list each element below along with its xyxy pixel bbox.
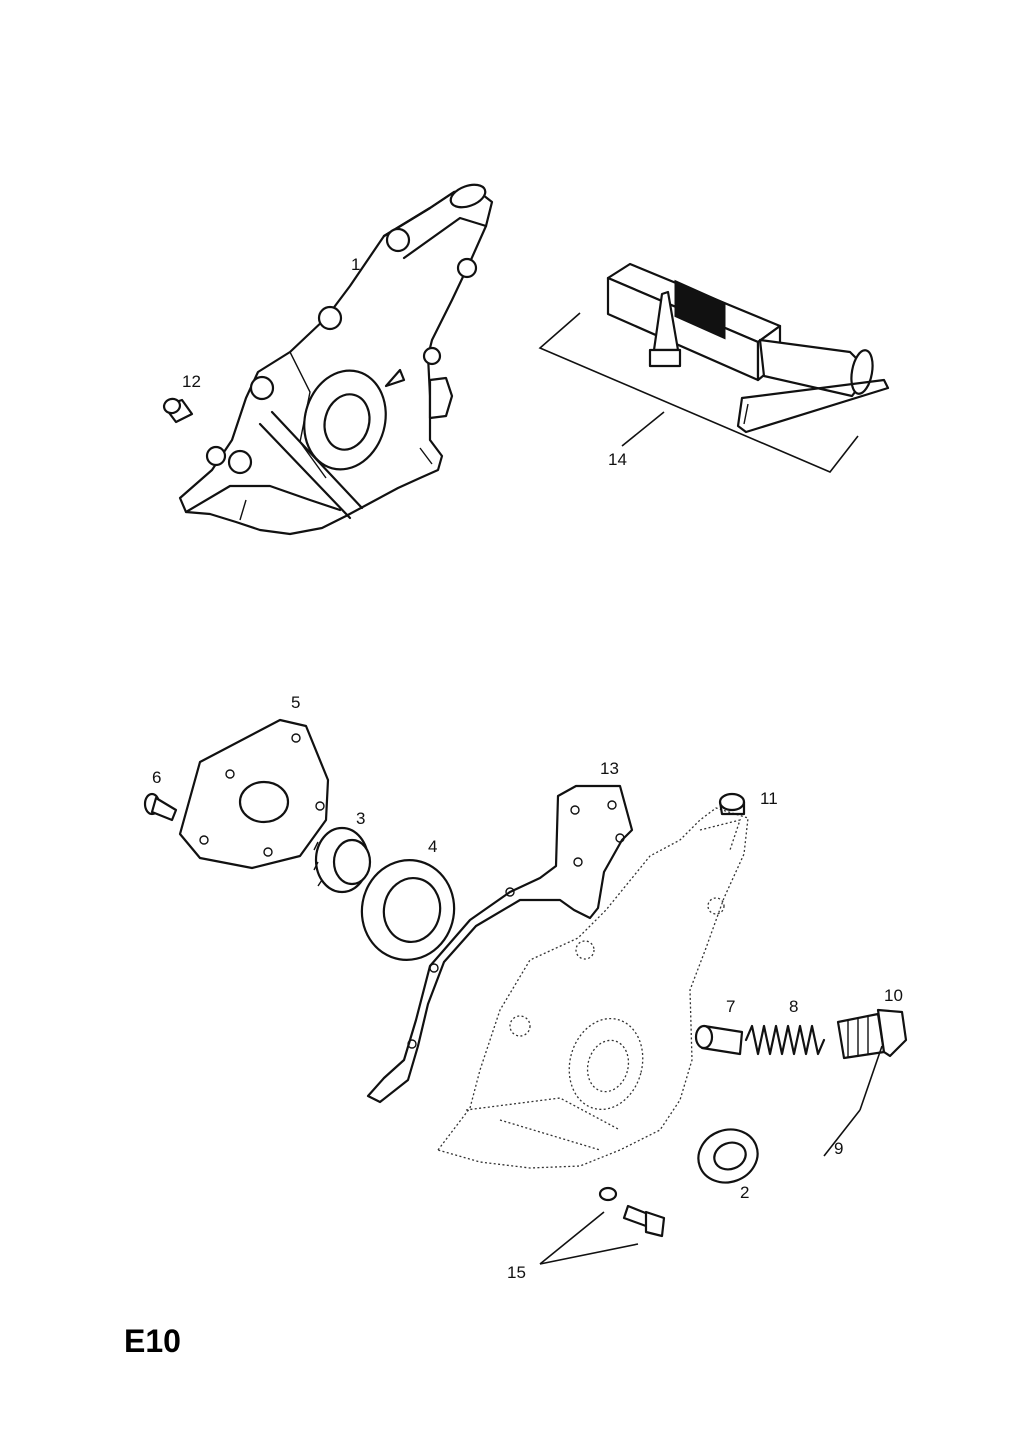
callout-9: 9 [834,1139,843,1158]
housing-outline-dotted [436,807,749,1169]
callout-15: 15 [507,1263,526,1282]
spring-part-8 [744,1024,826,1056]
callout-4: 4 [428,837,437,856]
callout-11: 11 [760,789,778,808]
rotor-ring-part-4 [360,859,456,961]
oil-pump-housing-assembly [178,183,494,536]
callout-1: 1 [351,255,360,274]
callout-5: 5 [291,693,300,712]
callout-12: 12 [182,372,201,391]
sleeve-part-12 [162,397,194,424]
drive-gear-part-3 [313,826,372,894]
callout-13: 13 [600,759,619,778]
callout-6: 6 [152,768,161,787]
callout-2: 2 [740,1183,749,1202]
screw-part-6 [143,792,178,822]
cover-plate-part-5 [178,718,330,870]
callout-10: 10 [884,986,903,1005]
callout-8: 8 [789,997,798,1016]
page-code: E10 [124,1323,181,1359]
cap-nut-part-10 [836,1008,908,1060]
callout-3: 3 [356,809,365,828]
callout-14: 14 [608,450,627,469]
plug-part-11 [718,792,746,816]
seal-ring-part-2 [697,1128,759,1184]
washer-and-bolt-part-15 [598,1186,666,1238]
callout-7: 7 [726,997,735,1016]
leader-lines [539,411,883,1265]
callout-labels: 1 12 14 5 6 13 11 3 4 10 7 8 9 2 15 [152,255,903,1282]
sealant-kit-part-14 [538,262,890,473]
relief-valve-piston-part-7 [694,1024,744,1056]
gasket-part-13 [366,784,634,1104]
